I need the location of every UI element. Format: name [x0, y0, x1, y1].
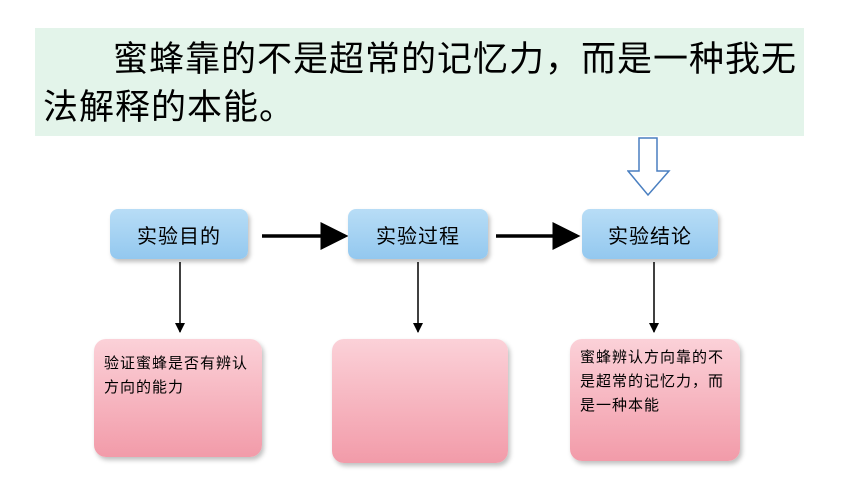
- step-purpose-label: 实验目的: [137, 223, 221, 248]
- down-arrow-icon: [627, 137, 671, 197]
- result-purpose-text: 验证蜜蜂是否有辨认方向的能力: [104, 354, 249, 396]
- quote-box: 蜜蜂靠的不是超常的记忆力，而是一种我无法解释的本能。: [35, 28, 804, 136]
- step-conclusion: 实验结论: [582, 209, 718, 259]
- step-conclusion-label: 实验结论: [608, 223, 692, 248]
- result-conclusion: 蜜蜂辨认方向靠的不是超常的记忆力，而是一种本能: [570, 339, 740, 461]
- step-process: 实验过程: [348, 209, 488, 259]
- step-purpose: 实验目的: [110, 209, 248, 259]
- result-conclusion-text: 蜜蜂辨认方向靠的不是超常的记忆力，而是一种本能: [580, 348, 725, 414]
- result-purpose: 验证蜜蜂是否有辨认方向的能力: [94, 339, 262, 457]
- step-process-label: 实验过程: [376, 223, 460, 248]
- quote-text: 蜜蜂靠的不是超常的记忆力，而是一种我无法解释的本能。: [43, 40, 798, 128]
- result-process: [332, 339, 508, 463]
